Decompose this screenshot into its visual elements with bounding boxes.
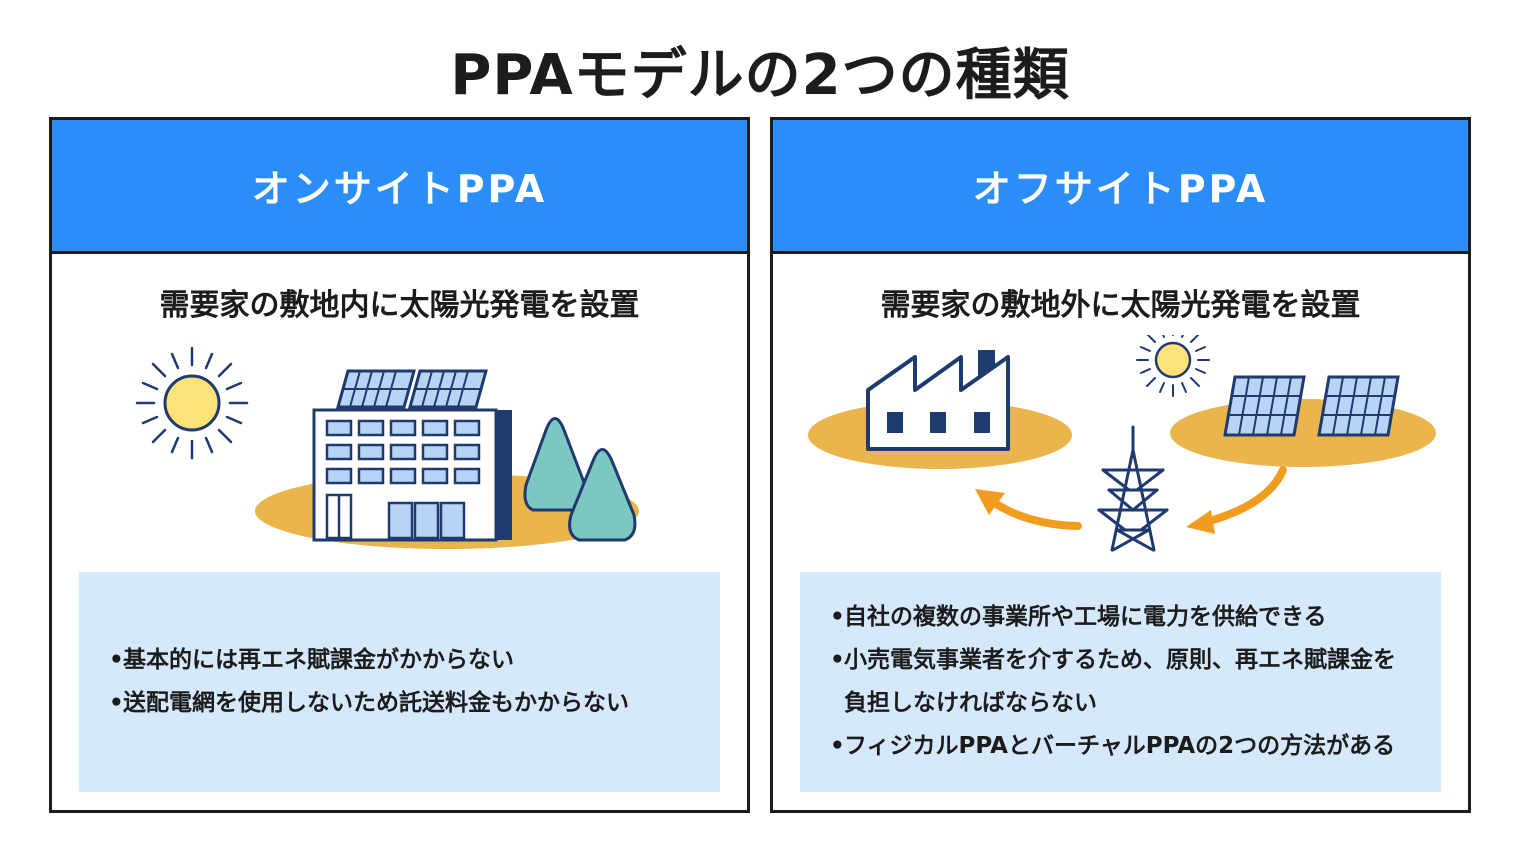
ground-ellipse xyxy=(1170,399,1436,467)
onsite-ppa-illustration xyxy=(135,346,639,549)
offsite-ppa-illustration xyxy=(808,335,1436,552)
offsite-ppa-panel: オフサイトPPA 需要家の敷地外に太陽光発電を設置 xyxy=(770,117,1471,813)
transmission-tower-icon xyxy=(1097,425,1169,552)
offsite-ppa-info-box: •自社の複数の事業所や工場に電力を供給できる •小売電気事業者を介するため、原則… xyxy=(800,572,1441,792)
onsite-ppa-panel: オンサイトPPA 需要家の敷地内に太陽光発電を設置 xyxy=(49,117,750,813)
offsite-ppa-bullet-list: •自社の複数の事業所や工場に電力を供給できる •小売電気事業者を介するため、原則… xyxy=(830,596,1411,768)
onsite-ppa-subtitle: 需要家の敷地内に太陽光発電を設置 xyxy=(159,288,640,323)
list-item: •自社の複数の事業所や工場に電力を供給できる xyxy=(830,604,1327,630)
arrow-icon xyxy=(975,489,1082,530)
trees-icon xyxy=(523,417,637,542)
onsite-ppa-bullet-list: •基本的には再エネ賦課金がかからない •送配電網を使用しないため託送料金もかから… xyxy=(109,639,690,725)
list-item: •小売電気事業者を介するため、原則、再エネ賦課金を負担しなければならない xyxy=(830,647,1396,716)
offsite-ppa-subtitle: 需要家の敷地外に太陽光発電を設置 xyxy=(880,288,1361,323)
offsite-ppa-heading: オフサイトPPA xyxy=(773,120,1468,254)
onsite-ppa-info-box: •基本的には再エネ賦課金がかからない •送配電網を使用しないため託送料金もかから… xyxy=(79,572,720,792)
factory-icon xyxy=(866,350,1010,451)
list-item: •基本的には再エネ賦課金がかからない xyxy=(109,647,514,673)
onsite-ppa-heading: オンサイトPPA xyxy=(52,120,747,254)
building-with-solar-panels-icon xyxy=(312,369,512,542)
sun-icon xyxy=(135,346,249,460)
sun-icon xyxy=(1136,335,1210,397)
list-item: •フィジカルPPAとバーチャルPPAの2つの方法がある xyxy=(830,733,1396,759)
solar-panel-icon xyxy=(1223,375,1400,437)
list-item: •送配電網を使用しないため託送料金もかからない xyxy=(109,690,629,716)
arrow-icon xyxy=(1186,466,1287,534)
page-title: PPAモデルの2つの種類 xyxy=(450,43,1070,108)
